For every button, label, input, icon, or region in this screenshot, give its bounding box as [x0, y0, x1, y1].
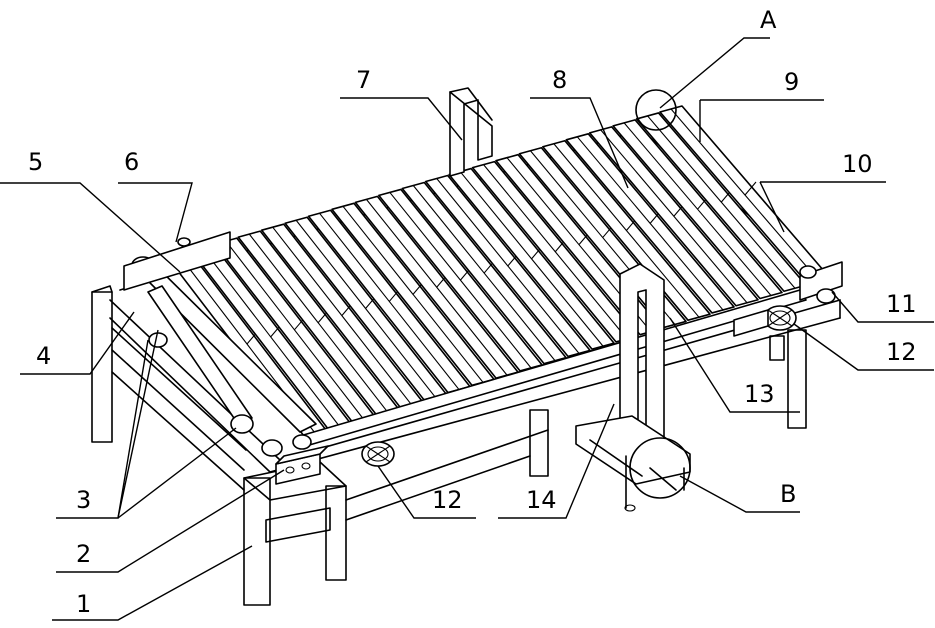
- label-11: 11: [886, 290, 917, 318]
- label-a: A: [760, 6, 777, 34]
- label-13: 13: [744, 380, 775, 408]
- label-12-rear: 12: [886, 338, 917, 366]
- label-5: 5: [28, 148, 43, 176]
- label-b: B: [780, 480, 796, 508]
- label-2: 2: [76, 540, 91, 568]
- label-12-front: 12: [432, 486, 463, 514]
- label-14: 14: [526, 486, 557, 514]
- label-4: 4: [36, 342, 51, 370]
- label-7: 7: [356, 66, 371, 94]
- label-9: 9: [784, 68, 799, 96]
- handwheel-front: [362, 442, 394, 466]
- label-6: 6: [124, 148, 139, 176]
- label-3: 3: [76, 486, 91, 514]
- label-8: 8: [552, 66, 567, 94]
- label-10: 10: [842, 150, 873, 178]
- label-1: 1: [76, 590, 91, 618]
- gearbox: [276, 446, 328, 484]
